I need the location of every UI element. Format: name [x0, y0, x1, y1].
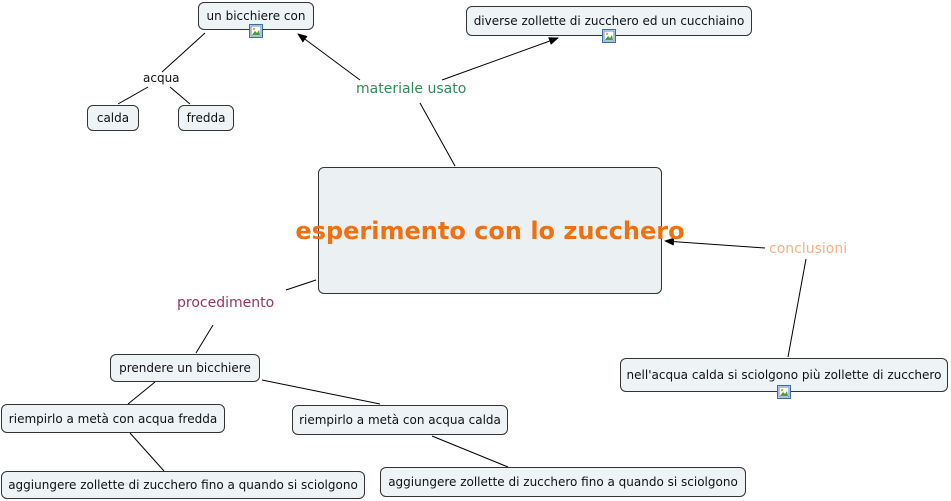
node-zollette-cucchiaino-label: diverse zollette di zucchero ed un cucch… — [473, 14, 745, 28]
link-materiale-zollette — [441, 37, 559, 81]
image-icon[interactable] — [249, 24, 263, 38]
link-fredda-aggiungi — [129, 432, 165, 472]
link-center-materiale — [419, 102, 456, 167]
image-icon[interactable] — [602, 29, 616, 43]
node-bicchiere[interactable]: un bicchiere con — [198, 2, 314, 30]
node-fredda[interactable]: fredda — [178, 105, 234, 131]
link-conclusioni-center — [664, 237, 766, 249]
link-label-conclusioni: conclusioni — [769, 241, 848, 257]
central-concept-node[interactable]: esperimento con lo zucchero — [295, 167, 685, 294]
link-bicchiere-acqua — [161, 32, 206, 73]
node-aggiungi-calda-label: aggiungere zollette di zucchero fino a q… — [388, 475, 738, 489]
link-prendere-fredda — [127, 381, 156, 405]
node-riempi-calda-label: riempirlo a metà con acqua calda — [299, 413, 501, 427]
node-riempi-fredda-label: riempirlo a metà con acqua fredda — [8, 411, 218, 426]
node-bicchiere-label: un bicchiere con — [206, 9, 306, 23]
link-procedimento-prendere — [195, 324, 214, 354]
node-prendere-label: prendere un bicchiere — [119, 361, 251, 375]
link-calda-aggiungi — [431, 435, 509, 468]
node-calda-label: calda — [96, 111, 130, 125]
node-conclusione-label: nell'acqua calda si sciolgono più zollet… — [626, 368, 942, 382]
node-fredda-label: fredda — [186, 111, 226, 125]
node-calda[interactable]: calda — [87, 105, 139, 131]
link-prendere-calda — [261, 379, 381, 405]
node-aggiungi-calda[interactable]: aggiungere zollette di zucchero fino a q… — [380, 467, 746, 497]
node-prendere[interactable]: prendere un bicchiere — [110, 354, 260, 382]
node-riempi-fredda[interactable]: riempirlo a metà con acqua fredda — [1, 404, 225, 433]
node-aggiungi-fredda[interactable]: aggiungere zollette di zucchero fino a q… — [1, 471, 365, 499]
node-aggiungi-fredda-label: aggiungere zollette di zucchero fino a q… — [8, 478, 358, 492]
link-acqua-calda — [117, 86, 149, 105]
node-zollette-cucchiaino[interactable]: diverse zollette di zucchero ed un cucch… — [466, 6, 752, 36]
link-label-procedimento: procedimento — [177, 295, 275, 311]
link-center-procedimento — [285, 279, 317, 291]
node-riempi-calda[interactable]: riempirlo a metà con acqua calda — [292, 405, 508, 435]
link-label-acqua: acqua — [143, 71, 180, 85]
link-label-materiale: materiale usato — [356, 81, 467, 97]
link-materiale-bicchiere — [297, 33, 361, 81]
image-icon[interactable] — [777, 385, 791, 399]
central-concept-title: esperimento con lo zucchero — [295, 216, 685, 245]
link-conclusione-conclusioni — [787, 258, 807, 358]
link-acqua-fredda — [169, 86, 191, 105]
